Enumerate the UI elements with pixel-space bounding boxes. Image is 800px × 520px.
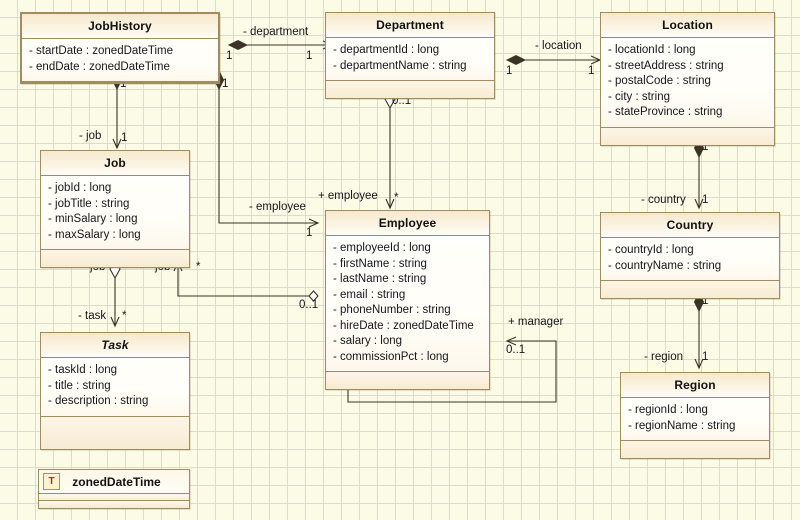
class-attributes-job: - jobId : long - jobTitle : string - min… xyxy=(41,176,189,250)
mult-department-location: 1 xyxy=(506,65,513,77)
attribute-row: - countryName : string xyxy=(608,259,722,272)
mult-employee-job: 0..1 xyxy=(299,299,319,311)
type-stereotype-icon: T xyxy=(43,473,60,490)
attribute-row: - employeeId : long xyxy=(333,242,431,254)
mult-jobhistory-employee-src: 1 xyxy=(222,78,229,90)
edge-label-task: - task xyxy=(78,310,107,322)
attribute-row: - city : string xyxy=(608,90,670,103)
mult-manager-target: 0..1 xyxy=(506,344,526,356)
class-attributes-location: - locationId : long - streetAddress : st… xyxy=(601,38,774,128)
attribute-row: - salary : long xyxy=(333,335,403,347)
attribute-row: - lastName : string xyxy=(333,273,427,285)
attribute-row: - phoneNumber : string xyxy=(333,304,451,316)
datatype-header: T zonedDateTime xyxy=(39,470,189,494)
class-title-region: Region xyxy=(621,373,769,398)
class-attributes-task: - taskId : long - title : string - descr… xyxy=(41,358,189,417)
mult-department-jobhistory: 1 xyxy=(306,50,313,62)
attribute-row: - email : string xyxy=(333,288,406,301)
attribute-row: - commissionPct : long xyxy=(333,350,449,363)
datatype-zoneddatetime[interactable]: T zonedDateTime xyxy=(38,469,190,509)
class-title-jobhistory: JobHistory xyxy=(22,14,218,39)
class-region[interactable]: Region - regionId : long - regionName : … xyxy=(620,372,770,459)
class-title-job: Job xyxy=(41,151,189,176)
mult-country-location: 1 xyxy=(702,194,709,206)
mult-location-department: 1 xyxy=(588,65,595,77)
class-country[interactable]: Country - countryId : long - countryName… xyxy=(600,212,780,299)
mult-job-jobhistory: 1 xyxy=(121,132,128,144)
mult-jobhistory-job-src: 1 xyxy=(120,78,127,90)
class-operations-employee xyxy=(326,372,489,389)
mult-location-country: 1 xyxy=(702,141,709,153)
class-title-location: Location xyxy=(601,13,774,38)
class-title-task: Task xyxy=(41,333,189,358)
edge-label-region: - region xyxy=(644,351,683,363)
edge-label-location: - location xyxy=(535,40,582,52)
attribute-row: - jobId : long xyxy=(48,182,112,194)
class-location[interactable]: Location - locationId : long - streetAdd… xyxy=(600,12,775,146)
edge-label-job-jobhistory: - job xyxy=(79,130,102,142)
attribute-row: - departmentName : string xyxy=(333,59,467,72)
class-task[interactable]: Task - taskId : long - title : string - … xyxy=(40,332,190,450)
mult-region-country: 1 xyxy=(702,351,709,363)
mult-jobhistory-department: 1 xyxy=(226,50,233,62)
edge-label-department: - department xyxy=(243,26,309,38)
attribute-row: - departmentId : long xyxy=(333,44,440,56)
attribute-row: - minSalary : long xyxy=(48,213,138,225)
attribute-row: - regionId : long xyxy=(628,404,708,416)
mult-task-job: * xyxy=(122,310,127,322)
mult-job-employee: * xyxy=(196,261,201,273)
class-title-department: Department xyxy=(326,13,494,38)
attribute-row: - streetAddress : string xyxy=(608,59,724,72)
class-operations-country xyxy=(601,281,779,298)
attribute-row: - postalCode : string xyxy=(608,75,711,87)
class-job[interactable]: Job - jobId : long - jobTitle : string -… xyxy=(40,150,190,268)
attribute-row: - startDate : zonedDateTime xyxy=(29,45,174,57)
attribute-row: - stateProvince : string xyxy=(608,106,723,118)
attribute-row: - regionName : string xyxy=(628,419,736,432)
mult-employee-department: * xyxy=(394,192,399,204)
class-operations-department xyxy=(326,81,494,98)
class-title-employee: Employee xyxy=(326,211,489,236)
mult-employee-jobhistory: 1 xyxy=(306,227,313,239)
class-attributes-employee: - employeeId : long - firstName : string… xyxy=(326,236,489,372)
edge-label-manager: + manager xyxy=(508,316,564,328)
class-department[interactable]: Department - departmentId : long - depar… xyxy=(325,12,495,99)
edge-label-employee-private: - employee xyxy=(249,201,306,213)
attribute-row: - title : string xyxy=(48,379,111,392)
class-operations-job xyxy=(41,250,189,267)
attribute-row: - hireDate : zonedDateTime xyxy=(333,319,474,332)
class-attributes-region: - regionId : long - regionName : string xyxy=(621,398,769,441)
class-operations-region xyxy=(621,441,769,458)
attribute-row: - locationId : long xyxy=(608,44,696,56)
datatype-attributes-compartment xyxy=(39,494,189,501)
edge-label-country: - country xyxy=(641,194,686,206)
datatype-operations-compartment xyxy=(39,501,189,508)
class-attributes-country: - countryId : long - countryName : strin… xyxy=(601,238,779,281)
mult-country-region: 1 xyxy=(702,295,709,307)
attribute-row: - taskId : long xyxy=(48,364,118,376)
class-attributes-jobhistory: - startDate : zonedDateTime - endDate : … xyxy=(22,39,218,82)
class-operations-location xyxy=(601,127,774,145)
attribute-row: - description : string xyxy=(48,395,149,407)
attribute-row: - firstName : string xyxy=(333,257,427,270)
class-operations-task xyxy=(41,416,189,449)
attribute-row: - maxSalary : long xyxy=(48,228,141,241)
datatype-title-zoneddatetime: zonedDateTime xyxy=(72,474,161,489)
class-title-country: Country xyxy=(601,213,779,238)
class-attributes-department: - departmentId : long - departmentName :… xyxy=(326,38,494,81)
attribute-row: - countryId : long xyxy=(608,244,694,256)
attribute-row: - jobTitle : string xyxy=(48,197,130,210)
edge-label-employee-public: + employee xyxy=(318,190,378,202)
attribute-row: - endDate : zonedDateTime xyxy=(29,60,170,73)
class-jobhistory[interactable]: JobHistory - startDate : zonedDateTime -… xyxy=(20,12,220,84)
class-employee[interactable]: Employee - employeeId : long - firstName… xyxy=(325,210,490,390)
